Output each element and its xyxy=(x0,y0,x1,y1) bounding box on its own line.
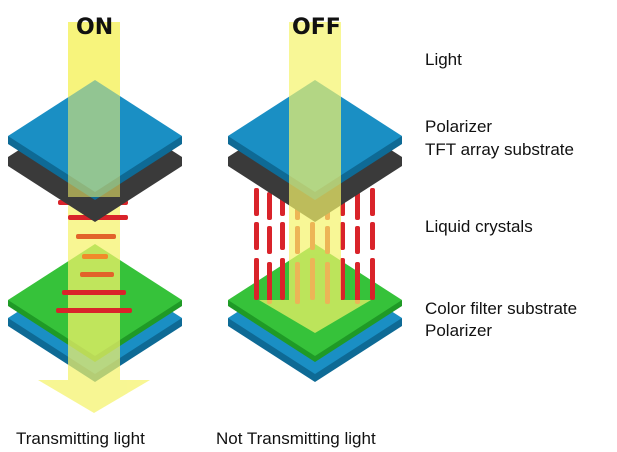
liquid-crystal-bar xyxy=(254,222,259,250)
label-color-filter-substrate: Color filter substrate xyxy=(425,299,578,318)
liquid-crystal-bar xyxy=(355,262,360,304)
label-polarizer-top: Polarizer xyxy=(425,117,493,136)
label-tft-array-substrate: TFT array substrate xyxy=(425,140,574,159)
liquid-crystal-bar xyxy=(267,192,272,220)
label-light: Light xyxy=(425,50,462,69)
liquid-crystal-bar xyxy=(370,188,375,216)
liquid-crystal-bar xyxy=(267,262,272,304)
on-caption: Transmitting light xyxy=(16,429,145,448)
liquid-crystal-bar xyxy=(355,226,360,254)
liquid-crystal-bar xyxy=(355,192,360,220)
liquid-crystal-bar xyxy=(254,258,259,300)
liquid-crystal-bar xyxy=(280,258,285,300)
off-caption: Not Transmitting light xyxy=(216,429,376,448)
on-title: ON xyxy=(76,15,114,40)
off-title: OFF xyxy=(292,15,341,40)
label-polarizer-bottom: Polarizer xyxy=(425,321,493,340)
liquid-crystal-bar xyxy=(340,258,345,300)
liquid-crystal-bar xyxy=(254,188,259,216)
liquid-crystal-bar xyxy=(267,226,272,254)
liquid-crystal-bar xyxy=(370,258,375,300)
on-beam-top-overlay xyxy=(68,22,120,197)
liquid-crystal-bar xyxy=(340,222,345,250)
label-liquid-crystals: Liquid crystals xyxy=(425,217,533,236)
off-light-beam xyxy=(259,22,371,333)
liquid-crystal-bar xyxy=(370,222,375,250)
liquid-crystal-bar xyxy=(280,222,285,250)
